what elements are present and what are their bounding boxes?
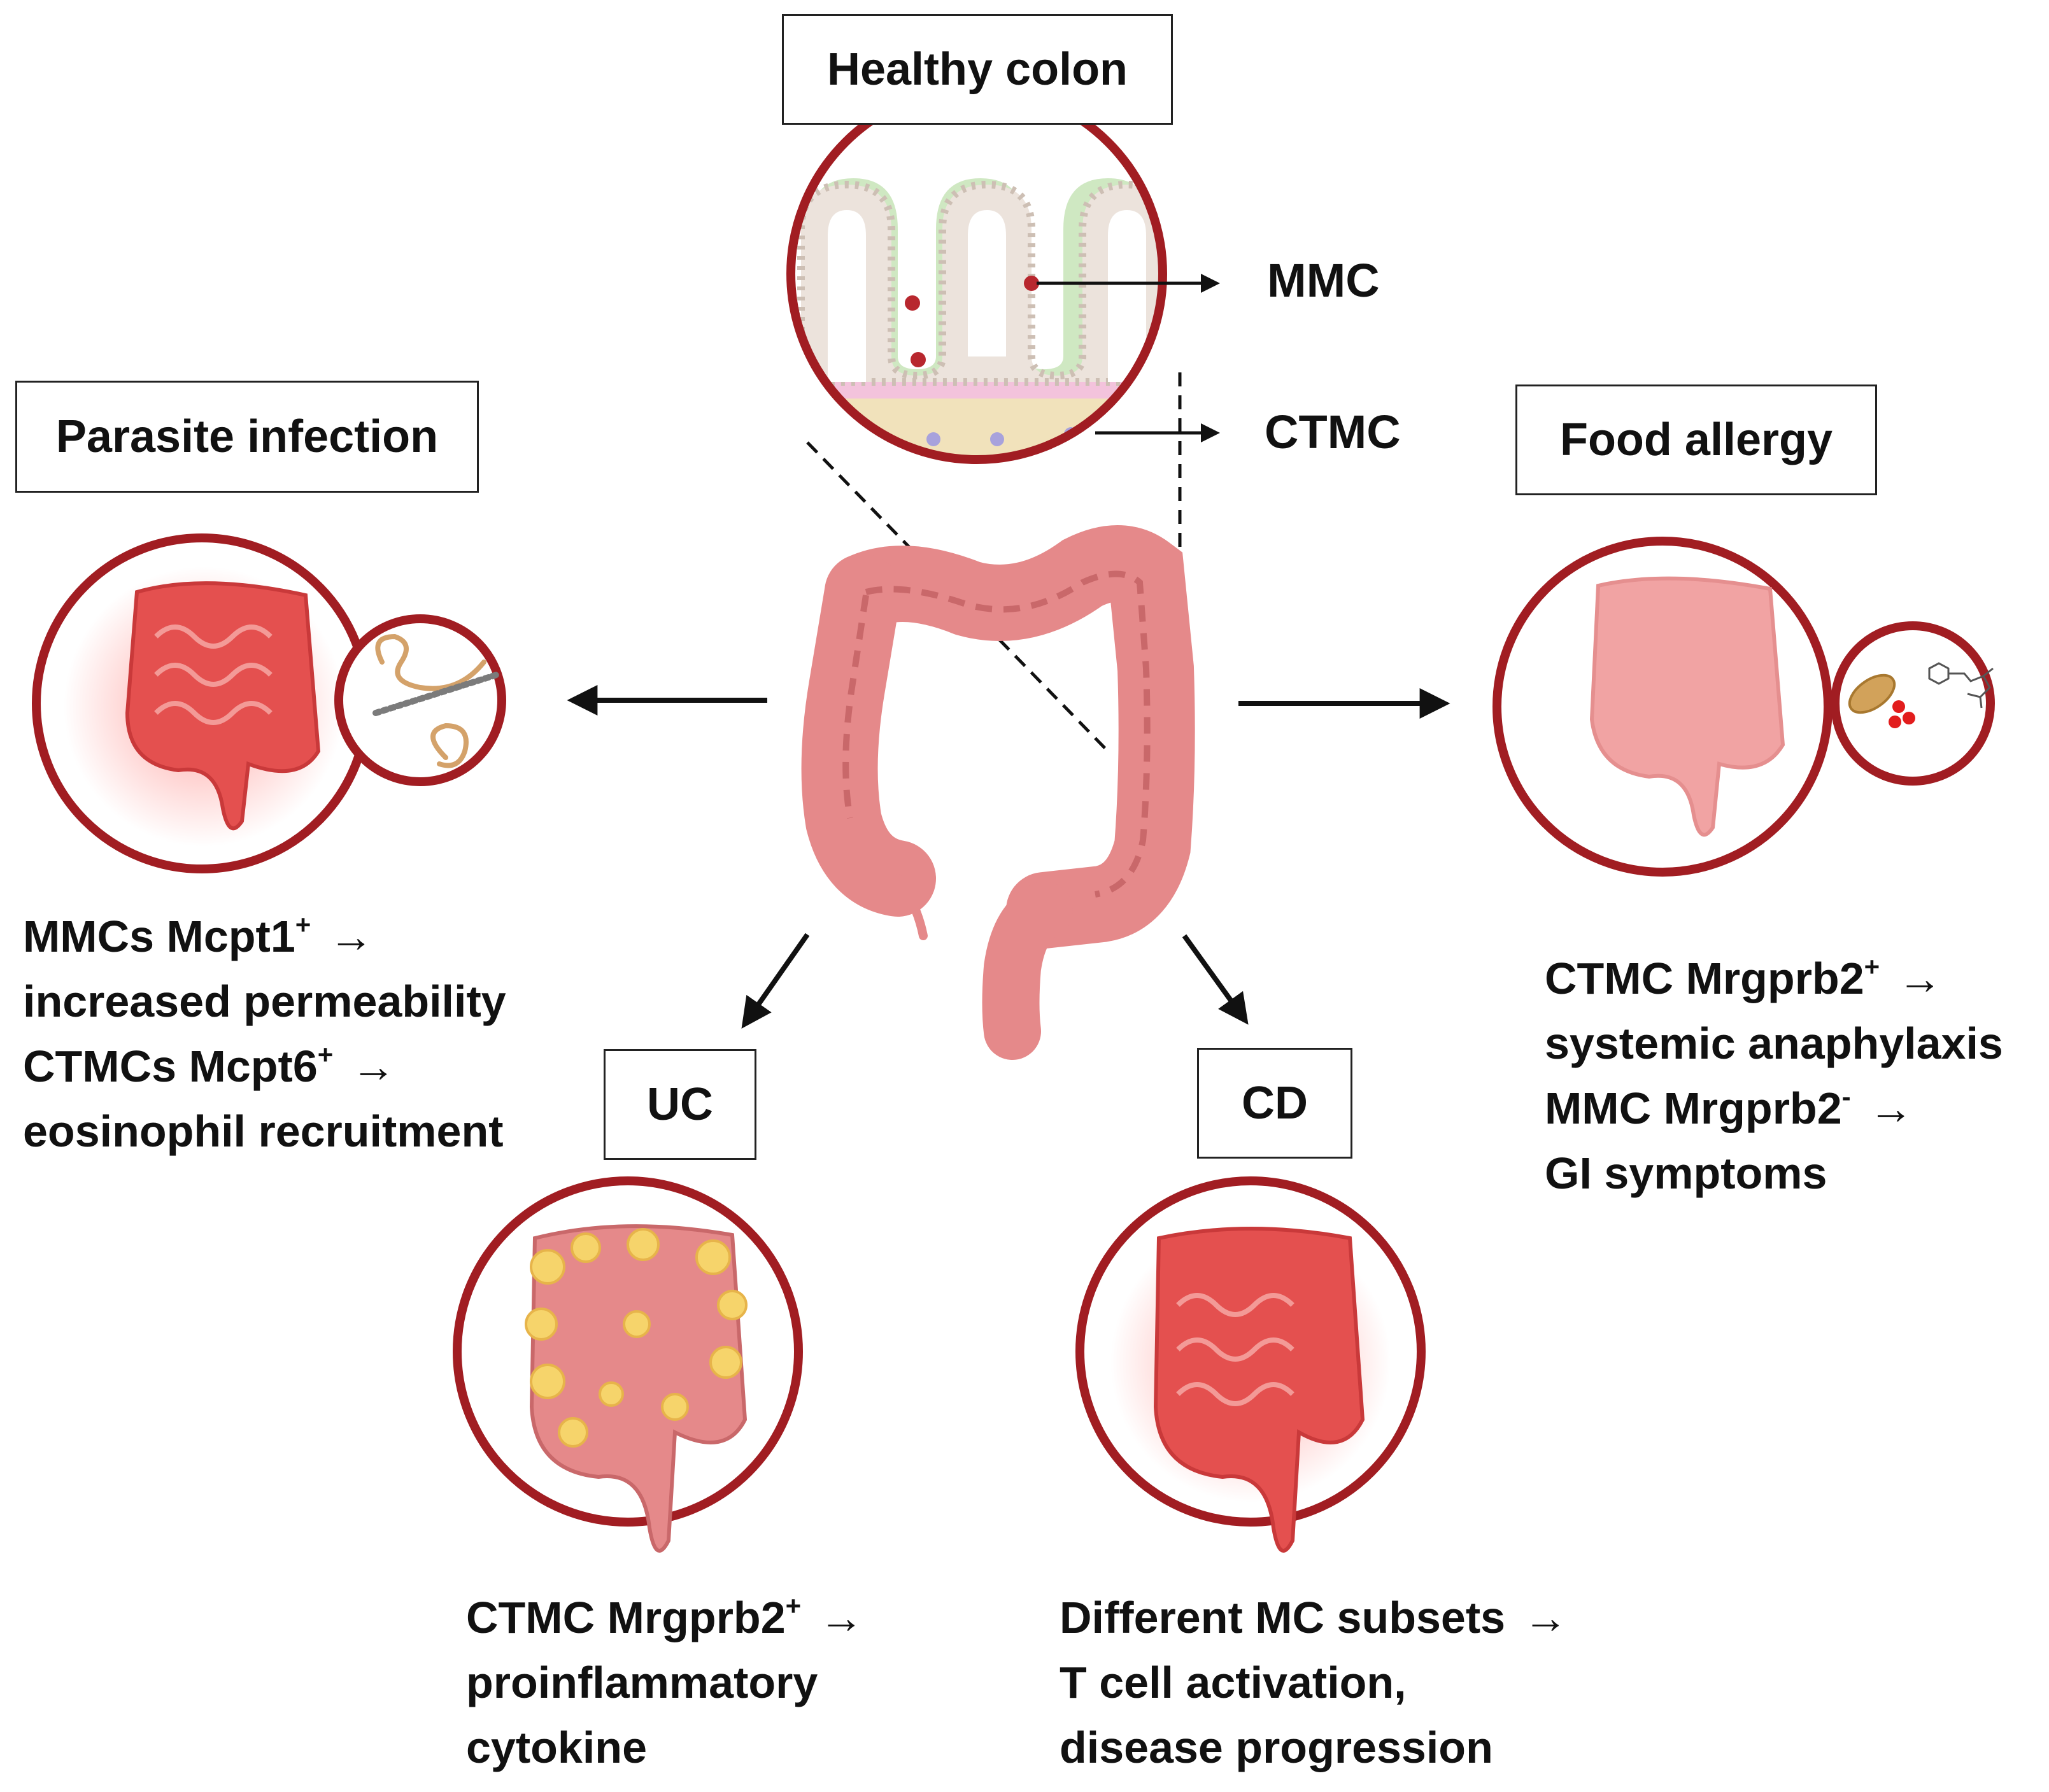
healthy-colon-inset [786, 83, 1220, 752]
allergen-bubble [1831, 621, 1995, 786]
ulcer-patches [525, 1228, 748, 1448]
food-caption-line: MMC Mrgprb2-→ [1545, 1076, 2003, 1141]
arrow-right-icon: → [1897, 954, 1943, 1003]
parasite-inset [32, 533, 506, 873]
caption-superscript: + [785, 1591, 802, 1621]
food-caption-line: CTMC Mrgprb2+ → [1545, 946, 2003, 1011]
allergen-dots [1889, 700, 1915, 728]
caption-superscript: - [1841, 1082, 1851, 1111]
caption-text: MMC Mrgprb2 [1545, 1083, 1842, 1133]
arrow-right-icon: → [329, 912, 374, 961]
mmc-cell [911, 352, 926, 367]
uc-caption-line: CTMC Mrgprb2+ → [466, 1585, 863, 1650]
caption-text: MMCs Mcpt1 [23, 912, 295, 961]
cd-caption-line: disease progression [1060, 1715, 1568, 1780]
parasite-infection-title: Parasite infection [15, 381, 479, 493]
caption-text: GI symptoms [1545, 1148, 1827, 1198]
uc-caption-line: proinflammatory [466, 1650, 863, 1715]
mmc-cell [1024, 276, 1039, 291]
central-colon [801, 525, 1195, 1060]
caption-superscript: + [317, 1040, 334, 1069]
caption-text: CTMC Mrgprb2 [466, 1593, 786, 1642]
food-caption-line: GI symptoms [1545, 1141, 2003, 1206]
caption-text: T cell activation, [1060, 1658, 1407, 1707]
mmc-cell [905, 295, 920, 311]
cd-inset [1075, 1176, 1426, 1553]
arrow-right-icon: → [351, 1041, 396, 1091]
arrow-down-right-icon [1182, 934, 1249, 1025]
uc-caption: CTMC Mrgprb2+ →proinflammatory cytokine [466, 1585, 863, 1780]
cd-caption-line: T cell activation, [1060, 1650, 1568, 1715]
worm-icon [372, 633, 500, 768]
healthy-colon-title: Healthy colon [782, 14, 1173, 125]
arrow-right-icon: → [1523, 1593, 1568, 1642]
caption-text: Different MC subsets [1060, 1593, 1506, 1642]
caption-text: disease progression [1060, 1723, 1493, 1772]
arrow-right-icon: → [1868, 1083, 1913, 1133]
caption-text: CTMCs Mcpt6 [23, 1041, 318, 1091]
caption-text: cytokine [466, 1723, 647, 1772]
arrow-down-left-icon [741, 933, 810, 1029]
ctmc-cell [926, 432, 940, 446]
caption-text: systemic anaphylaxis [1545, 1019, 2003, 1068]
caption-text: eosinophil recruitment [23, 1106, 504, 1156]
uc-colon [529, 1224, 748, 1553]
parasite-caption-line: eosinophil recruitment [23, 1099, 506, 1164]
arrow-right-icon: → [819, 1593, 864, 1642]
inflamed-colon [125, 581, 321, 831]
uc-title: UC [604, 1049, 756, 1160]
mmc-label: MMC [1267, 254, 1380, 307]
cd-caption-line: Different MC subsets → [1060, 1585, 1568, 1650]
uc-inset [453, 1176, 803, 1553]
molecule-icon [1928, 662, 1994, 709]
parasite-caption-line: CTMCs Mcpt6+ → [23, 1034, 506, 1099]
villi [797, 178, 1163, 386]
cd-caption: Different MC subsets → T cell activation, d… [1060, 1585, 1568, 1780]
cd-title: CD [1197, 1048, 1352, 1159]
ctmc-label: CTMC [1265, 406, 1401, 458]
uc-caption-line: cytokine [466, 1715, 863, 1780]
allergy-colon [1589, 576, 1785, 837]
caption-text: proinflammatory [466, 1658, 818, 1707]
parasite-caption-line: MMCs Mcpt1+ → [23, 904, 506, 969]
food-allergy-inset [1492, 537, 1995, 877]
food-allergy-title: Food allergy [1515, 385, 1877, 495]
caption-text: increased permeability [23, 977, 506, 1026]
caption-superscript: + [295, 910, 311, 940]
food-caption-line: systemic anaphylaxis [1545, 1011, 2003, 1076]
ctmc-cell [990, 432, 1004, 446]
caption-superscript: + [1864, 952, 1880, 982]
peanut-icon [1848, 674, 1896, 714]
caption-text: CTMC Mrgprb2 [1545, 954, 1864, 1003]
parasite-caption-line: increased permeability [23, 969, 506, 1034]
